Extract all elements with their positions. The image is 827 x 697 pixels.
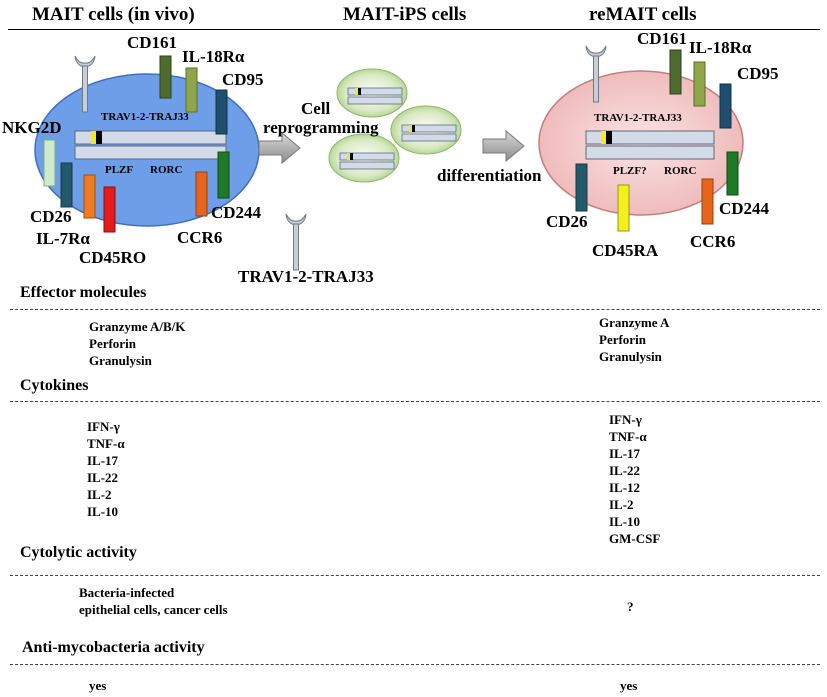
right-cd26-label: CD26 xyxy=(546,212,588,231)
left-ccr6-bar xyxy=(195,171,208,217)
middle-tcr-label: TRAV1-2-TRAJ33 xyxy=(238,267,374,286)
left-il7ra-bar xyxy=(83,174,96,219)
left-cd161-label: CD161 xyxy=(127,33,178,52)
step-reprogramming-label: reprogramming xyxy=(263,118,379,137)
right-cd45ra-bar xyxy=(617,184,630,232)
left-plzf-label: PLZF xyxy=(105,164,134,176)
list-item: Granulysin xyxy=(89,353,152,368)
left-cd244-bar xyxy=(217,151,230,199)
header-ips: MAIT-iPS cells xyxy=(343,4,467,25)
step-cell-label: Cell xyxy=(301,99,331,118)
right-plzf-label: PLZF? xyxy=(613,165,647,177)
right-cd161-bar xyxy=(669,49,682,95)
right-cd244-bar xyxy=(726,151,739,196)
left-cd95-bar xyxy=(215,89,228,135)
section-title-antimycobacteria: Anti-mycobacteria activity xyxy=(22,639,205,656)
left-il7ra-label: IL-7Rα xyxy=(36,229,90,248)
left-cd45ro-label: CD45RO xyxy=(79,248,147,267)
list-item: TNF-α xyxy=(609,429,647,444)
left-il18ra-bar xyxy=(185,67,198,113)
left-cd161-bar xyxy=(159,55,172,99)
effector-left-list: Granzyme A/B/K Perforin Granulysin xyxy=(89,318,185,369)
list-item: epithelial cells, cancer cells xyxy=(79,602,228,617)
list-item: Granulysin xyxy=(599,349,662,364)
list-item: GM-CSF xyxy=(609,531,661,546)
reprogramming-arrow xyxy=(258,131,301,165)
list-item: IFN-γ xyxy=(87,419,120,434)
cytokines-left-list: IFN-γ TNF-α IL-17 IL-22 IL-2 IL-10 xyxy=(87,418,125,520)
list-item: Granzyme A/B/K xyxy=(89,319,186,334)
right-cd95-label: CD95 xyxy=(737,64,779,83)
left-cd26-bar xyxy=(60,162,73,208)
list-item: Perforin xyxy=(599,332,646,347)
list-item: IL-10 xyxy=(87,504,119,519)
effector-right-list: Granzyme A Perforin Granulysin xyxy=(599,314,669,365)
list-item: IL-12 xyxy=(609,480,641,495)
left-gene-label: TRAV1-2-TRAJ33 xyxy=(101,111,189,123)
left-il18ra-label: IL-18Rα xyxy=(182,47,245,66)
antimyco-left-value: yes xyxy=(89,678,107,693)
list-item: TNF-α xyxy=(87,436,125,451)
right-cd95-bar xyxy=(719,83,732,129)
section-divider xyxy=(10,575,820,576)
header-remait: reMAIT cells xyxy=(589,4,697,25)
list-item: IFN-γ xyxy=(609,412,642,427)
diagram-svg xyxy=(34,45,744,271)
differentiation-arrow xyxy=(482,129,525,163)
section-title-cytokines: Cytokines xyxy=(20,377,89,394)
left-nkg2d-bar xyxy=(43,139,56,187)
right-il18ra-bar xyxy=(693,61,706,107)
list-item: IL-22 xyxy=(87,470,119,485)
list-item: IL-17 xyxy=(609,446,641,461)
cytolytic-left-list: Bacteria-infected epithelial cells, canc… xyxy=(79,584,228,618)
list-item: Bacteria-infected xyxy=(79,585,175,600)
right-ccr6-label: CCR6 xyxy=(690,232,736,251)
header-in-vivo: MAIT cells (in vivo) xyxy=(32,4,195,25)
right-cd45ra-label: CD45RA xyxy=(592,241,659,260)
list-item: Perforin xyxy=(89,336,136,351)
right-gene-label: TRAV1-2-TRAJ33 xyxy=(594,112,682,124)
antimyco-right-value: yes xyxy=(620,678,638,693)
left-cd45ro-bar xyxy=(103,186,116,233)
list-item: IL-22 xyxy=(609,463,641,478)
section-divider xyxy=(10,664,820,665)
section-title-cytolytic: Cytolytic activity xyxy=(20,544,137,561)
left-rorc-label: RORC xyxy=(150,164,183,176)
list-item: Granzyme A xyxy=(599,315,670,330)
left-cd26-label: CD26 xyxy=(30,207,72,226)
left-ccr6-label: CCR6 xyxy=(177,228,223,247)
right-cd161-label: CD161 xyxy=(637,29,688,48)
section-title-effector: Effector molecules xyxy=(20,284,147,301)
right-ccr6-bar xyxy=(701,178,714,225)
right-il18ra-label: IL-18Rα xyxy=(689,38,752,57)
header-rule xyxy=(8,29,820,30)
right-cd26-bar xyxy=(575,163,588,212)
cytolytic-right-value: ? xyxy=(627,599,634,614)
list-item: IL-10 xyxy=(609,514,641,529)
section-divider xyxy=(10,401,820,402)
left-nkg2d-label: NKG2D xyxy=(2,118,62,137)
cytokines-right-list: IFN-γ TNF-α IL-17 IL-22 IL-12 IL-2 IL-10… xyxy=(609,411,660,547)
list-item: IL-17 xyxy=(87,453,119,468)
list-item: IL-2 xyxy=(609,497,634,512)
section-divider xyxy=(10,309,820,310)
step-differentiation-label: differentiation xyxy=(437,166,542,185)
middle-tcr-icon xyxy=(285,213,307,271)
list-item: IL-2 xyxy=(87,487,112,502)
right-cd244-label: CD244 xyxy=(719,199,770,218)
left-cd244-label: CD244 xyxy=(211,203,262,222)
left-cd95-label: CD95 xyxy=(222,70,264,89)
right-rorc-label: RORC xyxy=(664,165,697,177)
